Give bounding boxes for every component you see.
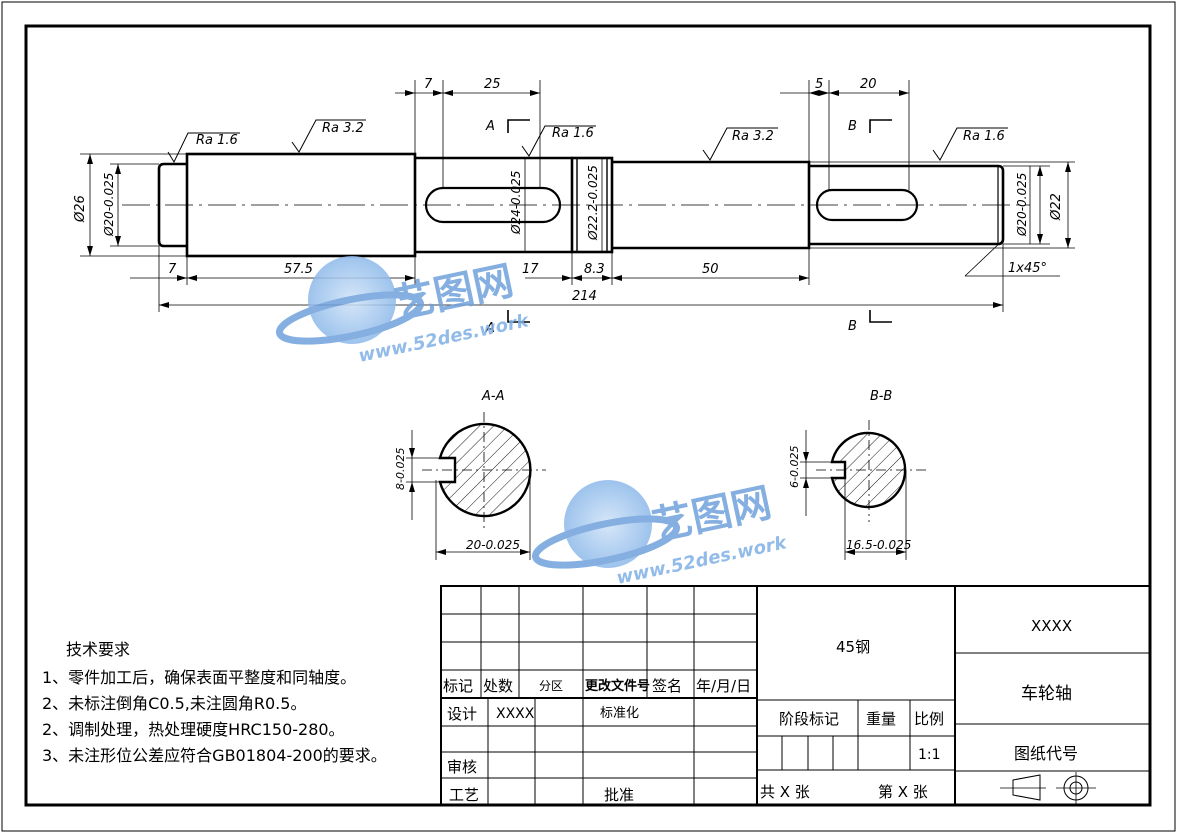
roughness-3: Ra 1.6 <box>552 126 594 141</box>
tb-label-ratio: 比例 <box>914 710 944 728</box>
tb-label-process: 工艺 <box>449 786 479 804</box>
section-mark-b-top: B <box>848 119 857 134</box>
tb-drawing-no: 图纸代号 <box>1014 744 1078 763</box>
dim-section-a-key: 8-0.025 <box>394 448 407 490</box>
roughness-5: Ra 1.6 <box>963 129 1005 144</box>
dim-57-5: 57.5 <box>284 262 313 277</box>
tb-code: XXXX <box>1031 617 1072 635</box>
section-mark-a-top: A <box>485 119 495 134</box>
watermark-1: 艺图网 www.52des.work <box>275 256 531 367</box>
dim-7-top: 7 <box>424 77 433 92</box>
technical-notes: 技术要求 1、零件加工后，确保表面平整度和同轴度。 2、未标注倒角C0.5,未注… <box>42 640 387 765</box>
roughness-symbols <box>167 119 1008 164</box>
tb-label-change-doc: 更改文件号 <box>585 678 650 694</box>
roughness-4: Ra 3.2 <box>732 129 774 144</box>
roughness-1: Ra 1.6 <box>196 133 238 148</box>
section-cut-marks <box>507 119 892 323</box>
section-mark-a-bottom: A <box>485 321 495 336</box>
dim-section-a-width: 20-0.025 <box>466 538 520 552</box>
tb-scale: 1:1 <box>918 747 941 763</box>
arrowheads <box>87 90 1071 308</box>
dim-dia-22-2: Ø22.2-0.025 <box>586 165 600 241</box>
tb-label-stage: 阶段标记 <box>779 710 839 728</box>
dim-8-3: 8.3 <box>584 262 605 277</box>
note-item-1: 1、零件加工后，确保表面平整度和同轴度。 <box>42 668 356 687</box>
dim-dia-22: Ø22 <box>1049 193 1064 221</box>
dim-dia-20-left: Ø20-0.025 <box>102 173 116 237</box>
tb-label-review: 审核 <box>447 758 477 776</box>
tb-label-standard: 标准化 <box>600 706 639 721</box>
tb-label-zone: 分区 <box>539 679 563 693</box>
shaft-main-view <box>122 152 1030 258</box>
tb-label-sign: 签名 <box>652 677 682 695</box>
dim-17: 17 <box>522 262 539 277</box>
note-item-3: 2、调制处理，热处理硬度HRC150-280。 <box>42 720 345 739</box>
dim-dia-24: Ø24-0.025 <box>509 171 523 235</box>
dim-25: 25 <box>484 77 501 92</box>
tb-label-design: 设计 <box>447 705 477 723</box>
tb-material: 45钢 <box>836 638 870 656</box>
tb-label-mark: 标记 <box>443 677 473 695</box>
tb-label-count: 处数 <box>483 677 513 695</box>
tb-label-approve: 批准 <box>604 786 634 804</box>
tb-designer: XXXX <box>496 706 535 722</box>
dim-section-b-width: 16.5-0.025 <box>846 538 911 552</box>
dim-chamfer: 1x45° <box>1008 261 1047 276</box>
dim-dia-20-right: Ø20-0.025 <box>1015 173 1029 237</box>
section-mark-b-bottom: B <box>848 319 857 334</box>
title-block <box>440 585 1151 806</box>
tb-sheets-total: 共 X 张 <box>760 783 810 801</box>
dim-214: 214 <box>572 289 597 304</box>
tb-label-weight: 重量 <box>866 710 896 728</box>
section-b-b <box>800 420 930 560</box>
dim-5: 5 <box>815 77 823 92</box>
dim-7-bottom: 7 <box>168 262 177 277</box>
section-a-a <box>406 412 546 560</box>
dim-20-top: 20 <box>860 77 877 92</box>
dim-dia-26: Ø26 <box>73 195 88 223</box>
roughness-2: Ra 3.2 <box>322 121 364 136</box>
tb-part-name: 车轮轴 <box>1021 684 1072 704</box>
section-title-a-a: A-A <box>481 389 504 404</box>
watermark-2: 艺图网 www.52des.work <box>531 480 789 589</box>
section-title-b-b: B-B <box>870 389 892 404</box>
note-item-2: 2、未标注倒角C0.5,未注圆角R0.5。 <box>42 694 306 713</box>
notes-title: 技术要求 <box>66 640 130 659</box>
tb-sheet-no: 第 X 张 <box>878 783 928 801</box>
tb-label-date: 年/月/日 <box>696 677 751 695</box>
dim-section-b-key: 6-0.025 <box>788 446 801 488</box>
dim-50: 50 <box>702 262 719 277</box>
note-item-4: 3、未注形位公差应符合GB01804-200的要求。 <box>42 746 387 765</box>
